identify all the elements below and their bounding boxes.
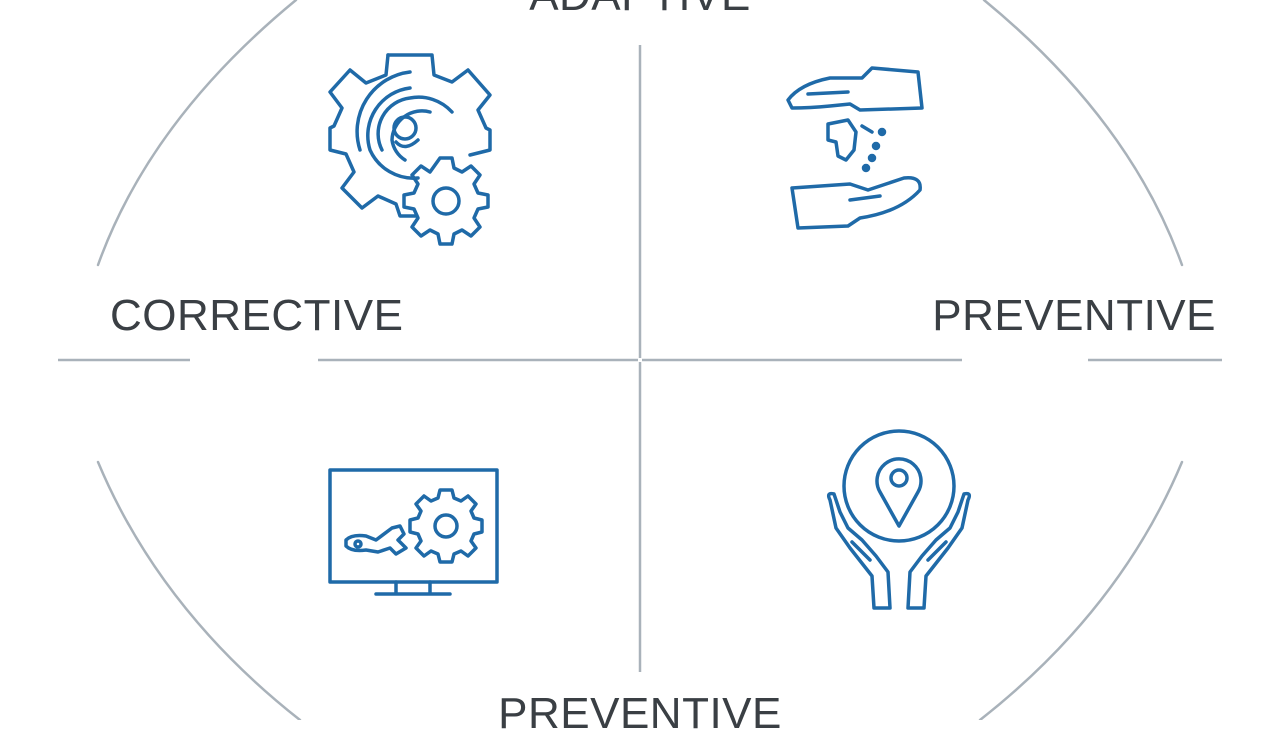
outline-bottom-right (978, 460, 1184, 722)
outline (96, 0, 1184, 722)
outline-top-right (982, 0, 1184, 267)
label-preventive-right: PREVENTIVE (932, 291, 1216, 340)
outline-bottom-left (96, 460, 302, 722)
gears-icon (328, 53, 492, 246)
dividers (58, 45, 1222, 672)
label-adaptive: ADAPTIVE (0, 0, 1280, 18)
outline-top-left (96, 0, 298, 267)
diagram-canvas (58, 0, 1222, 722)
hands-location-pin-icon (826, 429, 972, 610)
label-preventive-bottom: PREVENTIVE (498, 689, 782, 738)
monitor-repair-icon (328, 468, 499, 596)
hands-sprinkle-icon (786, 66, 924, 230)
label-corrective: CORRECTIVE (110, 291, 404, 340)
